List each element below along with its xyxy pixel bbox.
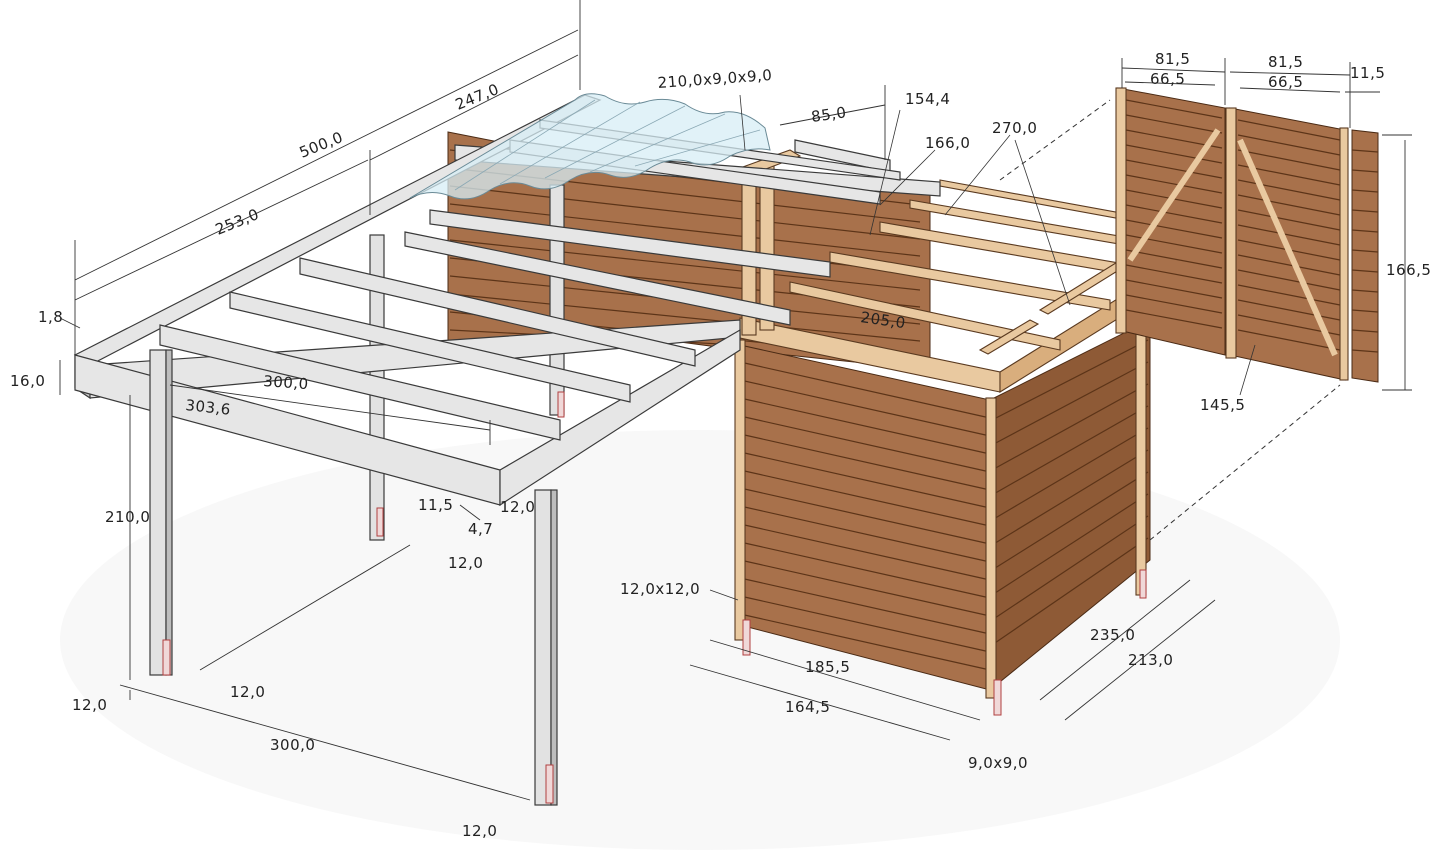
dim-carport-beam: 303,6 bbox=[185, 396, 232, 419]
dim-door-width-left: 81,5 bbox=[1155, 50, 1190, 68]
shed-rafter-1 bbox=[789, 281, 1061, 351]
dim-door-frame: 11,5 bbox=[1350, 64, 1385, 82]
shed-rafter-2 bbox=[829, 251, 1111, 311]
rafter-3 bbox=[299, 257, 696, 367]
carport-front-posts bbox=[149, 349, 1147, 806]
shed-corner-shoe bbox=[993, 679, 1002, 716]
dim-shed-corner-post: 9,0x9,0 bbox=[968, 754, 1028, 772]
shed-back-shoe bbox=[1139, 569, 1147, 599]
front-wall-slats bbox=[739, 361, 991, 671]
rafter-4 bbox=[404, 231, 791, 326]
side-wall-slats bbox=[991, 339, 1149, 646]
shed-front-wall bbox=[734, 329, 1147, 699]
leader-lines bbox=[709, 94, 1256, 601]
dim-door-diagonal: 145,5 bbox=[1200, 396, 1245, 414]
rafter-1 bbox=[159, 324, 561, 441]
dim-beam-height: 16,0 bbox=[10, 372, 45, 390]
dim-door-inner-left: 66,5 bbox=[1150, 70, 1185, 88]
dim-carport-width: 300,0 bbox=[263, 372, 310, 393]
rear-left-post-shoe bbox=[376, 507, 384, 537]
dim-rear-part: 247,0 bbox=[453, 80, 502, 114]
dim-front-post-gap: 12,0 bbox=[72, 696, 107, 714]
dim-purlin-thickness: 1,8 bbox=[38, 308, 63, 326]
dim-post-gap: 4,7 bbox=[468, 520, 493, 538]
carport-frame bbox=[73, 94, 741, 507]
dimension-lines bbox=[59, 0, 1412, 801]
dim-post-offset: 11,5 bbox=[418, 496, 453, 514]
dim-shed-side: 185,5 bbox=[805, 658, 850, 676]
dim-shed-depth: 235,0 bbox=[1090, 626, 1135, 644]
dim-carport-depth: 300,0 bbox=[270, 736, 315, 754]
door-right bbox=[1225, 107, 1349, 381]
shed-doors bbox=[1115, 87, 1379, 383]
dim-door-inner-right: 66,5 bbox=[1268, 73, 1303, 91]
dim-shed-rafter-length: 166,0 bbox=[925, 134, 970, 152]
rear-right-post-shoe bbox=[557, 391, 565, 418]
dim-post-height: 210,0 bbox=[105, 508, 150, 526]
right-header-beam bbox=[499, 328, 741, 507]
shed-front-right-post bbox=[985, 397, 997, 699]
dim-overhang: 85,0 bbox=[810, 103, 848, 126]
dim-door-height: 166,5 bbox=[1386, 261, 1431, 279]
rafter-2 bbox=[229, 291, 631, 403]
door-left bbox=[1115, 87, 1226, 356]
front-post-right bbox=[534, 489, 552, 806]
front-left-post-shoe bbox=[162, 639, 171, 676]
dim-overall-length: 500,0 bbox=[297, 128, 346, 162]
rafter-5 bbox=[429, 209, 831, 278]
dim-rafter-shed: 154,4 bbox=[905, 90, 950, 108]
alignment-dashed-lines bbox=[999, 99, 1341, 541]
shed-front-left-post bbox=[734, 339, 746, 641]
dim-shed-post: 12,0x12,0 bbox=[620, 580, 700, 598]
front-right-post-shoe bbox=[545, 764, 554, 804]
dim-post-size: 12,0 bbox=[500, 498, 535, 516]
dim-shed-inner: 164,5 bbox=[785, 698, 830, 716]
dim-shed-beam: 270,0 bbox=[992, 119, 1037, 137]
dim-front-part: 253,0 bbox=[213, 205, 262, 239]
dimension-labels: 247,0 500,0 253,0 210,0x9,0x9,0 85,0 154… bbox=[10, 50, 1431, 840]
dim-front-post-size: 12,0 bbox=[230, 683, 265, 701]
roof-glazing bbox=[409, 93, 771, 200]
dim-door-width-right: 81,5 bbox=[1268, 53, 1303, 71]
shed-back-right-post bbox=[1135, 329, 1147, 596]
door-frame-edge bbox=[1351, 129, 1379, 383]
shed-post-shoe bbox=[742, 619, 751, 656]
front-post-left bbox=[149, 349, 167, 676]
dim-shed-depth-inner: 213,0 bbox=[1128, 651, 1173, 669]
dim-front-post-bottom: 12,0 bbox=[462, 822, 497, 840]
dim-roof-sheet: 210,0x9,0x9,0 bbox=[657, 66, 773, 92]
dim-post-spacing: 12,0 bbox=[448, 554, 483, 572]
